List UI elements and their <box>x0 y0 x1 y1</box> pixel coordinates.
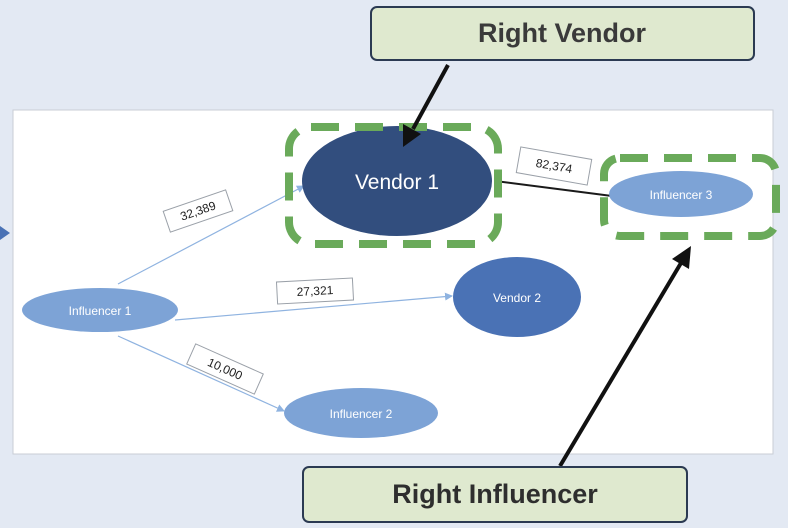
edge-label-82374-text: 82,374 <box>535 156 574 176</box>
node-influencer-1 <box>22 288 178 332</box>
node-influencer-3-label: Influencer 3 <box>650 188 713 202</box>
node-influencer-3 <box>609 171 753 217</box>
arrow-to-influencer <box>558 261 683 468</box>
edge-label-82374: 82,374 <box>515 146 593 186</box>
node-influencer-1-label: Influencer 1 <box>69 304 132 318</box>
arrow-to-influencer-head <box>672 246 691 269</box>
edge-vendor1-influencer3 <box>494 180 613 197</box>
node-vendor-1 <box>302 126 492 236</box>
callout-right-influencer-text: Right Influencer <box>392 479 598 509</box>
edge-influencer1-influencer2 <box>117 335 285 412</box>
left-edge-arrow <box>0 226 10 240</box>
highlight-box-influencer <box>600 154 780 240</box>
node-influencer-2 <box>284 388 438 438</box>
node-influencer-2-label: Influencer 2 <box>330 407 393 421</box>
node-vendor-2-label: Vendor 2 <box>493 291 541 305</box>
node-vendor-1-label: Vendor 1 <box>355 171 439 194</box>
edge-label-27321: 27,321 <box>275 277 355 305</box>
callout-right-vendor <box>370 6 755 61</box>
edge-label-27321-text: 27,321 <box>296 283 334 299</box>
highlight-box-vendor <box>285 123 502 248</box>
arrow-to-vendor-head <box>403 124 421 147</box>
callout-right-vendor-text: Right Vendor <box>478 18 646 48</box>
edge-influencer1-vendor1 <box>117 185 305 285</box>
node-vendor-2 <box>453 257 581 337</box>
callout-right-influencer <box>302 466 688 523</box>
edge-influencer1-vendor2 <box>174 292 453 321</box>
arrow-to-vendor <box>411 64 450 130</box>
